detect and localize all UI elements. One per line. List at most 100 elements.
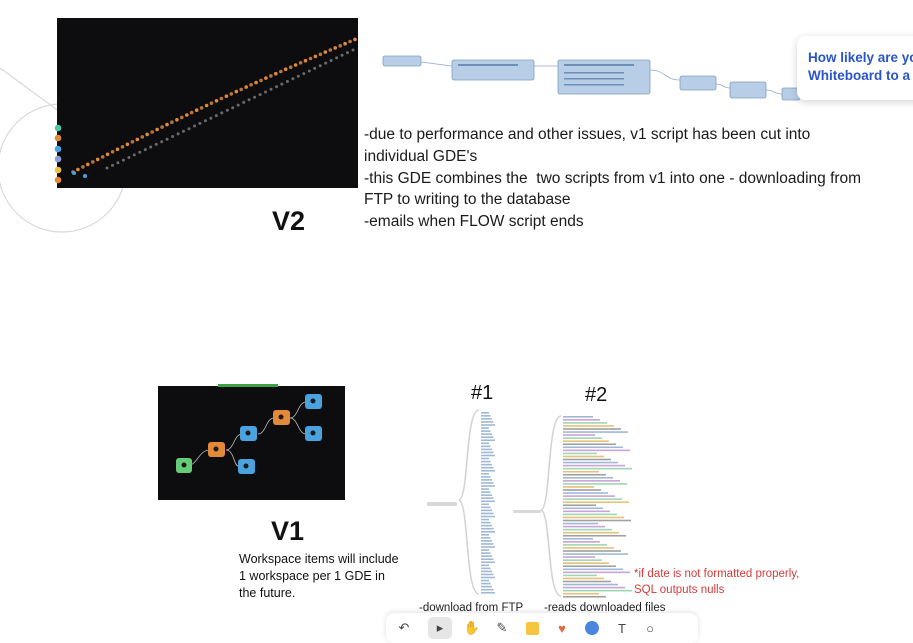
scatter-point bbox=[72, 171, 76, 175]
outline-line bbox=[481, 473, 489, 475]
outline-line bbox=[563, 589, 632, 592]
select-icon[interactable]: ▸ bbox=[428, 617, 452, 639]
scatter-point bbox=[280, 82, 284, 86]
outline-line bbox=[563, 477, 613, 479]
hand-icon[interactable]: ✋ bbox=[463, 620, 481, 635]
outline-line bbox=[563, 586, 625, 589]
scatter-point bbox=[303, 58, 308, 63]
v2-bullet: -due to performance and other issues, v1… bbox=[364, 126, 815, 165]
scatter-point bbox=[333, 46, 338, 50]
scatter-point bbox=[279, 69, 283, 74]
scatter-point bbox=[165, 122, 169, 127]
outline-line bbox=[563, 419, 600, 421]
scatter-point bbox=[258, 93, 262, 97]
outline-line bbox=[481, 500, 495, 503]
outline-line bbox=[563, 583, 618, 586]
outline-line bbox=[563, 458, 611, 461]
scatter-point bbox=[298, 61, 303, 65]
scatter-point bbox=[318, 64, 322, 68]
scatter-point bbox=[150, 130, 154, 134]
heart-icon[interactable]: ♥ bbox=[558, 620, 566, 636]
outline-line bbox=[481, 524, 492, 527]
shape-icon[interactable] bbox=[580, 617, 604, 639]
scatter-point bbox=[291, 77, 295, 81]
scatter-point bbox=[95, 157, 100, 162]
outline-line bbox=[563, 595, 606, 598]
outline-line bbox=[481, 469, 495, 472]
scatter-point bbox=[296, 74, 300, 78]
outline-line bbox=[563, 470, 599, 473]
outline-line bbox=[563, 544, 607, 546]
outline-line bbox=[563, 489, 601, 491]
scatter-point bbox=[283, 67, 288, 72]
outline-line bbox=[481, 494, 492, 496]
sticky-note-icon[interactable] bbox=[520, 617, 544, 639]
outline-line bbox=[563, 592, 599, 595]
scatter-point bbox=[318, 52, 323, 57]
outline-line bbox=[481, 582, 491, 585]
outline-line bbox=[563, 437, 602, 439]
diagram-caption-2: -reads downloaded files bbox=[544, 602, 666, 614]
scatter-point bbox=[204, 103, 209, 108]
scatter-point bbox=[187, 127, 191, 131]
scatter-point bbox=[253, 95, 257, 99]
v1-note: Workspace items will include 1 workspace… bbox=[239, 552, 399, 600]
outline-line bbox=[481, 439, 495, 442]
outline-line bbox=[481, 433, 492, 435]
v1-workflow-thumbnail bbox=[158, 384, 345, 500]
outline-line bbox=[481, 482, 494, 484]
scatter-point bbox=[254, 80, 258, 85]
outline-line bbox=[481, 576, 495, 579]
survey-popup[interactable]: How likely are yo Whiteboard to a bbox=[797, 36, 913, 100]
scatter-point bbox=[209, 101, 214, 105]
scatter-point bbox=[145, 132, 149, 137]
pen-icon[interactable]: ✎ bbox=[496, 620, 508, 635]
more-icon[interactable]: ○ bbox=[646, 620, 654, 636]
scatter-point bbox=[76, 167, 80, 172]
outline-line bbox=[481, 476, 491, 478]
outline-line bbox=[481, 512, 494, 515]
outline-line bbox=[563, 553, 628, 555]
outline-line bbox=[563, 538, 593, 540]
scatter-point bbox=[353, 37, 357, 42]
scatter-point bbox=[135, 137, 140, 142]
scatter-point bbox=[199, 106, 204, 110]
outline-line bbox=[563, 528, 612, 531]
outline-line bbox=[481, 567, 491, 570]
scatter-point bbox=[236, 103, 240, 107]
outline-line bbox=[481, 518, 489, 521]
scatter-point bbox=[116, 161, 120, 165]
outline-line bbox=[481, 485, 495, 487]
outline-line bbox=[481, 588, 494, 591]
outline-line bbox=[563, 562, 609, 564]
scatter-point bbox=[313, 54, 318, 59]
scatter-point bbox=[247, 98, 251, 102]
outline-line bbox=[563, 486, 594, 488]
scatter-point bbox=[224, 94, 229, 98]
outline-line bbox=[563, 431, 628, 433]
scatter-point bbox=[138, 150, 142, 154]
outline-line bbox=[563, 425, 614, 427]
text-icon[interactable]: T bbox=[618, 620, 626, 636]
outline-line bbox=[481, 421, 494, 423]
outline-line bbox=[481, 427, 489, 429]
outline-line bbox=[563, 449, 630, 452]
outline-line bbox=[481, 549, 489, 551]
undo-icon[interactable]: ↶ bbox=[398, 620, 410, 635]
scatter-point bbox=[185, 113, 189, 117]
outline-line bbox=[481, 460, 491, 463]
outline-line bbox=[563, 480, 620, 482]
scatter-point bbox=[346, 51, 349, 55]
outline-line bbox=[481, 497, 494, 499]
outline-line bbox=[563, 577, 604, 580]
edge-dots bbox=[54, 124, 62, 184]
v2-bullet: -emails when FLOW script ends bbox=[364, 213, 584, 231]
outline-line bbox=[563, 498, 622, 500]
outline-line bbox=[563, 428, 621, 430]
scatter-point bbox=[86, 162, 90, 167]
outline-line bbox=[563, 464, 625, 467]
outline-line bbox=[481, 415, 491, 417]
outline-line bbox=[481, 515, 495, 518]
outline-line bbox=[481, 509, 492, 512]
outline-line bbox=[481, 521, 491, 524]
